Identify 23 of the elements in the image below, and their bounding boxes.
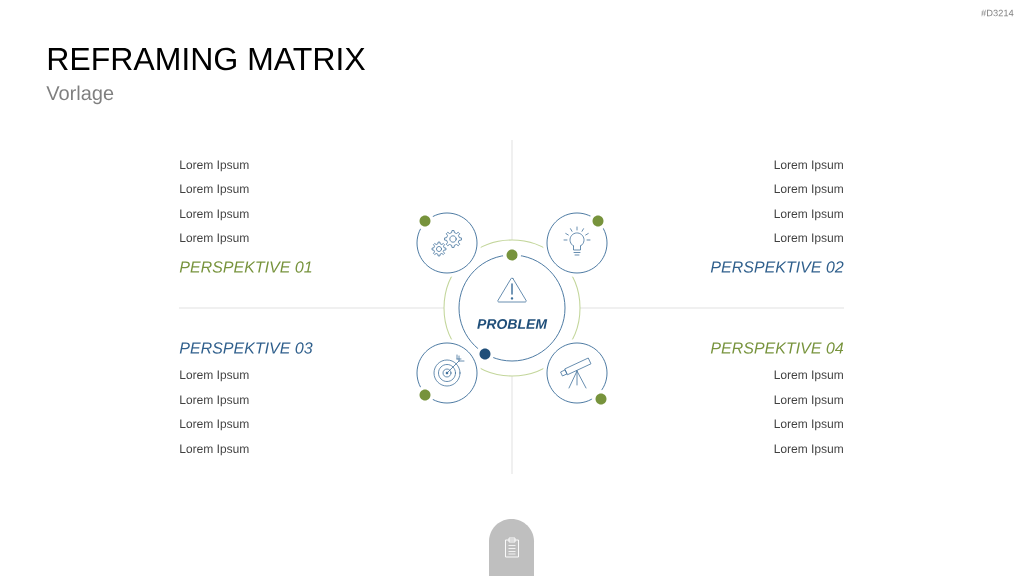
- list-item: Lorem Ipsum: [180, 233, 249, 245]
- document-number: #D3214: [981, 9, 1014, 17]
- title: REFRAMING MATRIX: [48, 47, 365, 71]
- list-item: Lorem Ipsum: [774, 184, 843, 196]
- list-item: Lorem Ipsum: [774, 395, 843, 407]
- list-item: Lorem Ipsum: [774, 209, 843, 221]
- list-item: Lorem Ipsum: [774, 160, 843, 172]
- subtitle: Vorlage: [46, 85, 114, 105]
- list-item: Lorem Ipsum: [774, 370, 843, 382]
- list-item: Lorem Ipsum: [180, 395, 249, 407]
- heading: PERSPEKTIVE 01: [179, 261, 312, 273]
- list-item: Lorem Ipsum: [774, 233, 843, 245]
- list-item: Lorem Ipsum: [180, 370, 249, 382]
- list-item: Lorem Ipsum: [180, 160, 249, 172]
- heading: PERSPEKTIVE 02: [710, 261, 844, 273]
- list-item: Lorem Ipsum: [180, 209, 249, 221]
- list-item: Lorem Ipsum: [180, 184, 249, 196]
- list-item: Lorem Ipsum: [180, 444, 249, 456]
- list-item: Lorem Ipsum: [774, 419, 843, 431]
- list-item: Lorem Ipsum: [774, 444, 843, 456]
- heading: PERSPEKTIVE 04: [710, 342, 844, 354]
- heading: PERSPEKTIVE 03: [179, 342, 313, 354]
- list-item: Lorem Ipsum: [180, 419, 249, 431]
